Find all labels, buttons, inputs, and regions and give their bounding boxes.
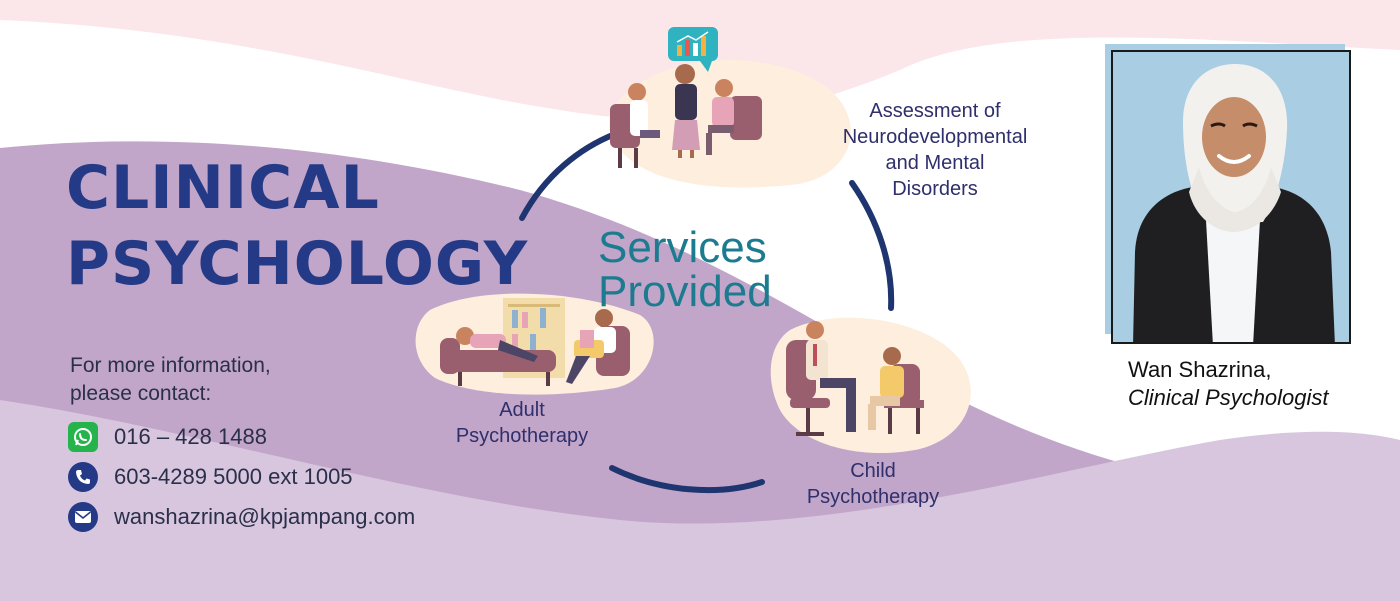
email-icon	[68, 502, 98, 532]
title-line-2: PSYCHOLOGY	[66, 229, 529, 299]
adult-scene	[440, 298, 630, 386]
face	[1202, 97, 1266, 177]
cycle-arc-left	[519, 131, 618, 221]
service-assessment-label: Assessment of Neurodevelopmental and Men…	[812, 98, 1058, 202]
service-assessment-line-1: Assessment of	[869, 100, 1001, 122]
whatsapp-number[interactable]: 016 – 428 1488	[114, 424, 267, 449]
contact-phone[interactable]: 603-4289 5000 ext 1005	[68, 462, 353, 492]
services-heading: Services Provided	[598, 226, 772, 314]
services-heading-line-1: Services	[598, 223, 767, 272]
psychologist-role: Clinical Psychologist	[1128, 385, 1329, 410]
child-scene	[786, 321, 924, 436]
contact-email[interactable]: wanshazrina@kpjampang.com	[68, 502, 415, 532]
contact-intro-line-1: For more information,	[70, 354, 271, 377]
shirt	[1205, 202, 1261, 342]
psychologist-portrait	[1113, 52, 1349, 342]
cycle-arc-bottom	[609, 465, 765, 494]
service-assessment-line-4: Disorders	[892, 178, 978, 200]
whatsapp-icon	[68, 422, 98, 452]
service-child-line-1: Child	[850, 460, 896, 482]
psychologist-name: Wan Shazrina,	[1128, 357, 1272, 382]
service-child-label: Child Psychotherapy	[770, 458, 976, 510]
phone-icon	[68, 462, 98, 492]
contact-intro-line-2: please contact:	[70, 382, 212, 405]
assessment-scene	[610, 64, 762, 168]
service-child-line-2: Psychotherapy	[806, 486, 940, 508]
service-adult-line-1: Adult	[499, 399, 545, 421]
service-adult-line-2: Psychotherapy	[455, 425, 589, 447]
contact-whatsapp[interactable]: 016 – 428 1488	[68, 422, 267, 452]
chart-icon	[668, 27, 718, 72]
services-heading-line-2: Provided	[598, 267, 772, 316]
contact-intro: For more information, please contact:	[70, 352, 271, 408]
cycle-arc-right	[849, 180, 895, 311]
psychologist-photo	[1111, 50, 1351, 344]
phone-number[interactable]: 603-4289 5000 ext 1005	[114, 464, 353, 489]
page-title: CLINICAL PSYCHOLOGY	[66, 150, 528, 302]
service-assessment-line-3: and Mental	[885, 152, 985, 174]
title-line-1: CLINICAL	[66, 153, 380, 223]
service-assessment-line-2: Neurodevelopmental	[842, 126, 1028, 148]
email-address[interactable]: wanshazrina@kpjampang.com	[114, 504, 416, 529]
lavender-wave	[0, 400, 1400, 601]
service-adult-label: Adult Psychotherapy	[420, 397, 624, 449]
psychologist-caption: Wan Shazrina, Clinical Psychologist	[1128, 356, 1329, 412]
